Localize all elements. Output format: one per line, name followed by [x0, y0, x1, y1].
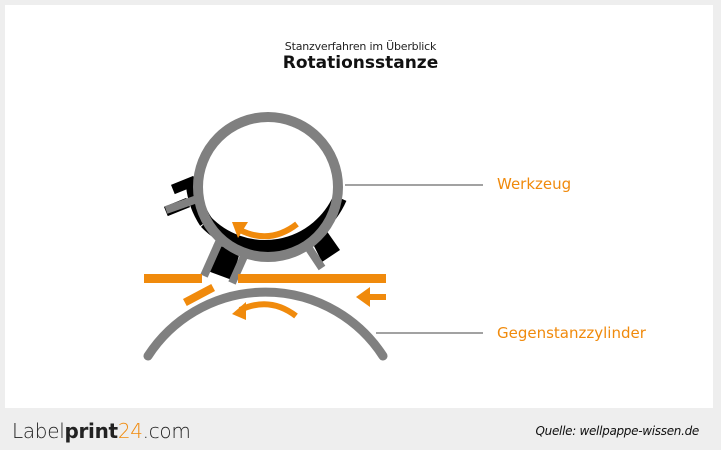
counter-cylinder — [143, 287, 388, 361]
material-web — [144, 274, 386, 307]
label-gegenstanzzylinder: Gegenstanzzylinder — [497, 324, 646, 342]
rotation-arrow-top-icon — [232, 221, 299, 240]
diagram-subtitle: Stanzverfahren im Überblick — [284, 40, 437, 53]
cutting-knives — [164, 194, 326, 285]
tool-die-plate — [164, 175, 347, 280]
tool-cylinder — [193, 112, 343, 262]
label-werkzeug: Werkzeug — [497, 175, 572, 193]
diagram-panel — [5, 5, 713, 408]
diagram-title: Rotationsstanze — [282, 53, 439, 73]
source-credit: Quelle: wellpappe-wissen.de — [535, 424, 700, 438]
labelprint24-logo: Labelprint24.com — [12, 419, 191, 443]
rotation-arrow-bottom-icon — [232, 301, 298, 320]
feed-direction-arrow-icon — [356, 287, 386, 307]
